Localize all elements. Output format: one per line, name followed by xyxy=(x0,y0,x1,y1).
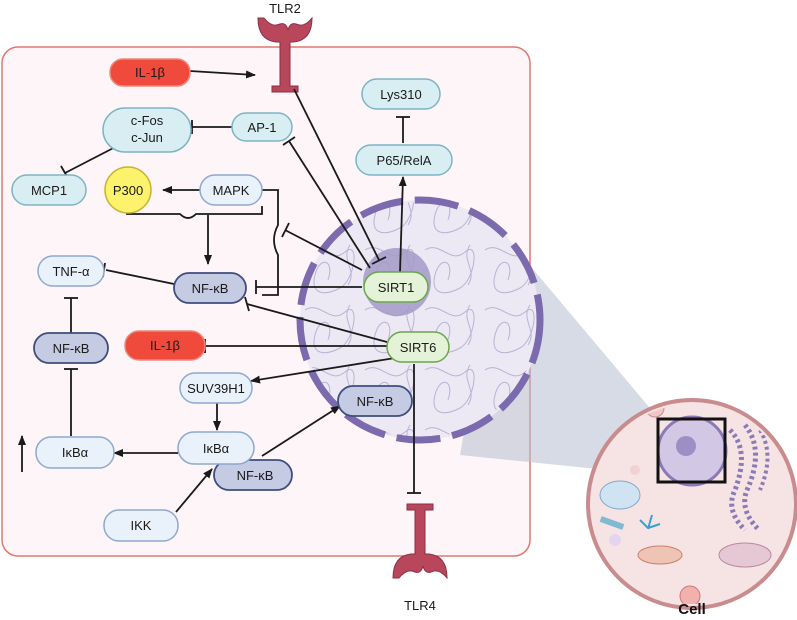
nucleus xyxy=(296,196,544,444)
cell-illustration xyxy=(586,398,797,610)
tlr4-receptor-icon xyxy=(392,503,448,580)
cell-label: Cell xyxy=(678,601,706,618)
mapk-label: MAPK xyxy=(213,183,250,198)
pathway-edges xyxy=(18,70,421,513)
node-suv39h1: SUV39H1 xyxy=(179,372,253,404)
node-ikk: IKK xyxy=(103,509,179,542)
nfkb-low-label: NF-κB xyxy=(237,468,274,483)
suv39h1-label: SUV39H1 xyxy=(187,381,245,396)
node-mapk: MAPK xyxy=(199,174,263,206)
tlr2-label: TLR2 xyxy=(269,1,301,16)
cfos-label: c-Fos xyxy=(131,113,164,128)
node-ikba-left: IκBα xyxy=(35,436,115,469)
p300-label: P300 xyxy=(113,183,143,198)
ikk-label: IKK xyxy=(131,518,152,533)
node-ikba-mid: IκBα xyxy=(177,431,255,465)
mcp1-label: MCP1 xyxy=(31,183,67,198)
node-cfos-cjun: c-Fos c-Jun xyxy=(102,107,192,153)
il1b-top-label: IL-1β xyxy=(135,65,165,80)
tlr2-receptor-icon xyxy=(257,16,313,93)
cjun-label: c-Jun xyxy=(131,130,163,145)
sirt1-label: SIRT1 xyxy=(378,280,415,295)
node-mcp1: MCP1 xyxy=(11,174,87,206)
node-lys310: Lys310 xyxy=(361,78,441,110)
tnfa-label: TNF-α xyxy=(52,264,90,279)
nfkb-left-label: NF-κB xyxy=(53,341,90,356)
p65-label: P65/RelA xyxy=(377,153,432,168)
ap1-label: AP-1 xyxy=(248,120,277,135)
node-p300: P300 xyxy=(104,166,152,214)
ikba-left-label: IκBα xyxy=(62,445,89,460)
node-il1b-top: IL-1β xyxy=(109,58,191,87)
node-sirt6: SIRT6 xyxy=(386,331,450,363)
nfkb-nuc-label: NF-κB xyxy=(357,394,394,409)
node-nfkb-nucleus: NF-κB xyxy=(337,385,413,417)
node-il1b-mid: IL-1β xyxy=(124,330,206,361)
node-nfkb-mid: NF-κB xyxy=(173,272,247,304)
node-p65: P65/RelA xyxy=(355,144,453,176)
nfkb-mid-label: NF-κB xyxy=(192,281,229,296)
tlr4-label: TLR4 xyxy=(404,598,436,613)
node-ap1: AP-1 xyxy=(231,112,293,142)
node-nfkb-low: NF-κB xyxy=(213,459,293,491)
node-nfkb-left: NF-κB xyxy=(33,332,109,364)
lys310-label: Lys310 xyxy=(380,87,421,102)
ikba-mid-label: IκBα xyxy=(203,441,230,456)
sirt6-label: SIRT6 xyxy=(400,340,437,355)
zoom-box xyxy=(656,417,727,484)
il1b-mid-label: IL-1β xyxy=(150,338,180,353)
node-sirt1: SIRT1 xyxy=(363,271,429,303)
node-tnfa: TNF-α xyxy=(37,255,105,287)
